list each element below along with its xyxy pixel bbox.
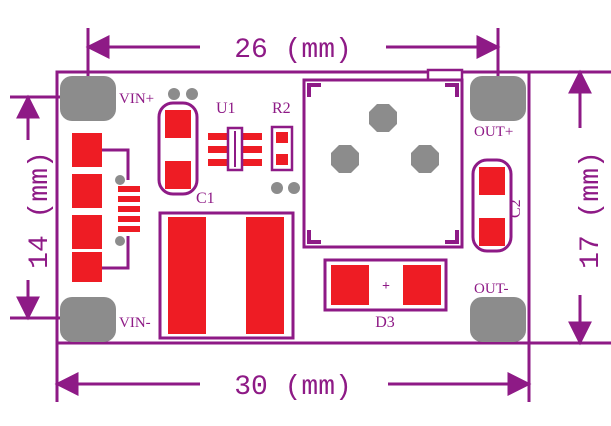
resistor-r2-pad [276, 132, 288, 143]
potentiometer [302, 68, 464, 249]
capacitor-c2-pad [479, 167, 505, 195]
label-c1: C1 [196, 190, 215, 207]
pad-vin-minus [60, 297, 116, 342]
dimension-bottom-label: 30 (mm) [234, 372, 352, 403]
potentiometer-corner [307, 230, 321, 244]
dimension-right-label: 17 (mm) [576, 151, 607, 269]
dimension-right: 17 (mm) [529, 69, 611, 346]
inductor-l1 [158, 211, 295, 340]
potentiometer-corner [307, 83, 321, 97]
ic-u1-pin [208, 133, 228, 140]
diode-d3-outline [323, 258, 448, 312]
ic-u1-pin [208, 159, 228, 166]
potentiometer-corner [445, 230, 459, 244]
via-dot [271, 182, 283, 194]
diode-d3: + D3 [323, 258, 448, 331]
ic-u1-pin [242, 133, 262, 140]
capacitor-c2-outline [471, 158, 513, 253]
resistor-r2: R2 [270, 100, 294, 172]
potentiometer-pin-left [331, 145, 359, 173]
connector-left [72, 133, 140, 282]
label-vin-plus: VIN+ [119, 91, 154, 107]
connector-pin [118, 196, 140, 202]
dimension-bottom: 30 (mm) [54, 343, 532, 403]
dimension-left-label: 14 (mm) [25, 151, 56, 269]
connector-pin [118, 216, 140, 222]
pad-out-plus [470, 76, 526, 121]
capacitor-c1-pad [165, 161, 191, 189]
pad-vin-plus [60, 76, 116, 121]
resistor-r2-pad [276, 154, 288, 165]
via-dot [168, 88, 180, 100]
label-c2: C2 [507, 199, 524, 218]
connector-pad [72, 215, 102, 249]
capacitor-c2-pad [479, 218, 505, 246]
label-out-minus: OUT- [474, 281, 508, 297]
connector-outline [102, 148, 130, 270]
ic-u1-pin [242, 159, 262, 166]
connector-hole [115, 175, 125, 185]
diode-d3-pad [331, 265, 369, 305]
resistor-r2-outline [270, 125, 294, 172]
label-vin-minus: VIN- [119, 315, 151, 331]
ic-u1-pin [242, 146, 262, 153]
capacitor-c1-pad [165, 110, 191, 138]
connector-pad [72, 252, 102, 282]
inductor-pad [246, 217, 284, 334]
potentiometer-pin-right [411, 145, 439, 173]
via-dot [186, 88, 198, 100]
potentiometer-corner [445, 83, 459, 97]
connector-pad [72, 133, 102, 167]
connector-pin [118, 206, 140, 212]
capacitor-c1: C1 [157, 101, 215, 207]
dimension-top-label: 26 (mm) [234, 35, 352, 66]
label-r2: R2 [272, 100, 291, 117]
connector-pad [72, 174, 102, 208]
polarity-mark: + [382, 279, 390, 294]
capacitor-c1-outline [157, 101, 199, 196]
dimension-left: 14 (mm) [10, 94, 88, 321]
diode-d3-pad [403, 265, 441, 305]
ic-u1-pin [208, 146, 228, 153]
label-u1: U1 [216, 100, 236, 117]
via-dot [288, 182, 300, 194]
label-out-plus: OUT+ [474, 124, 513, 140]
ic-u1-body [226, 126, 244, 172]
potentiometer-pin-top [369, 104, 397, 132]
ic-u1: U1 [208, 100, 262, 172]
inductor-outline [158, 211, 295, 340]
label-d3: D3 [375, 314, 395, 331]
connector-pin [118, 226, 140, 232]
capacitor-c2: C2 [471, 158, 524, 253]
connector-pin [118, 186, 140, 192]
inductor-pad [168, 217, 206, 334]
pad-out-minus [470, 297, 526, 342]
connector-hole [115, 236, 125, 246]
